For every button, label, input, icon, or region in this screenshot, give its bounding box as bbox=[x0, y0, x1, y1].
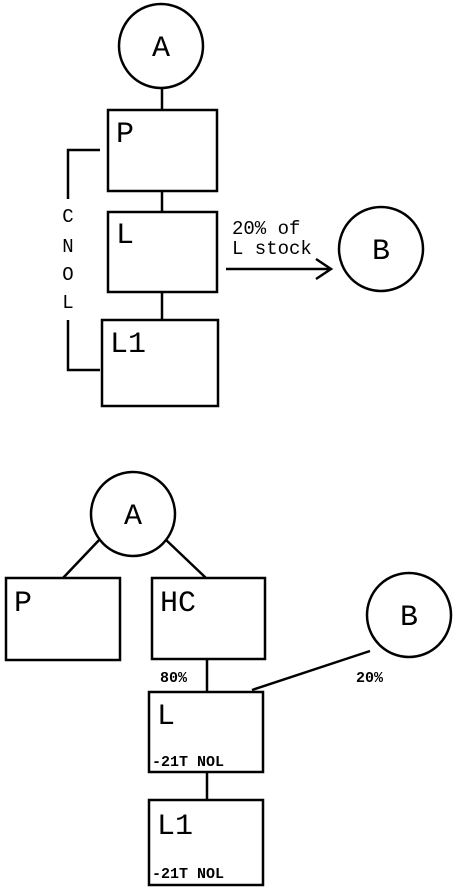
box-hc-label: HC bbox=[160, 587, 196, 621]
box-l1-note: -21T NOL bbox=[152, 866, 224, 883]
node-b bbox=[337, 205, 425, 293]
node-a bbox=[117, 2, 205, 90]
node-a-label: A bbox=[124, 500, 142, 534]
pct-hc: 80% bbox=[160, 670, 188, 687]
box-l bbox=[106, 210, 219, 294]
box-l1-label: L1 bbox=[157, 810, 193, 844]
diagram-1: A P L L1 C N O L 20% of L stock B bbox=[62, 2, 425, 408]
arrow-label-line1: 20% of bbox=[232, 218, 300, 240]
box-p-label: P bbox=[14, 587, 32, 621]
arrow-head bbox=[315, 257, 334, 281]
box-hc bbox=[150, 576, 267, 661]
node-b bbox=[365, 571, 453, 659]
box-l-label: L bbox=[157, 700, 175, 734]
diagram-2: A P HC B 80% 20% L -21T NOL L1 -21T NOL bbox=[4, 470, 453, 887]
cnol-bracket-top bbox=[66, 148, 100, 199]
node-a bbox=[89, 470, 177, 558]
cnol-letter-o: O bbox=[62, 264, 73, 286]
cnol-letter-l: L bbox=[62, 292, 73, 314]
box-l1 bbox=[147, 798, 265, 887]
connector-a-p bbox=[62, 537, 102, 579]
box-l-label: L bbox=[116, 219, 134, 253]
connector-b-l bbox=[251, 649, 371, 692]
cnol-letter-c: C bbox=[62, 206, 73, 228]
arrow-label-line2: L stock bbox=[232, 238, 312, 260]
box-p-label: P bbox=[116, 118, 134, 152]
box-l1 bbox=[100, 318, 220, 408]
node-a-label: A bbox=[152, 32, 170, 66]
cnol-letter-n: N bbox=[62, 236, 73, 258]
cnol-bracket-bottom bbox=[66, 320, 100, 372]
box-l bbox=[147, 690, 265, 774]
connector-a-hc bbox=[163, 537, 207, 579]
box-p bbox=[106, 108, 219, 193]
node-b-label: B bbox=[400, 601, 418, 635]
node-b-label: B bbox=[372, 235, 390, 269]
box-p bbox=[4, 576, 122, 662]
pct-b: 20% bbox=[356, 670, 384, 687]
box-l-note: -21T NOL bbox=[152, 754, 224, 771]
box-l1-label: L1 bbox=[110, 328, 146, 362]
